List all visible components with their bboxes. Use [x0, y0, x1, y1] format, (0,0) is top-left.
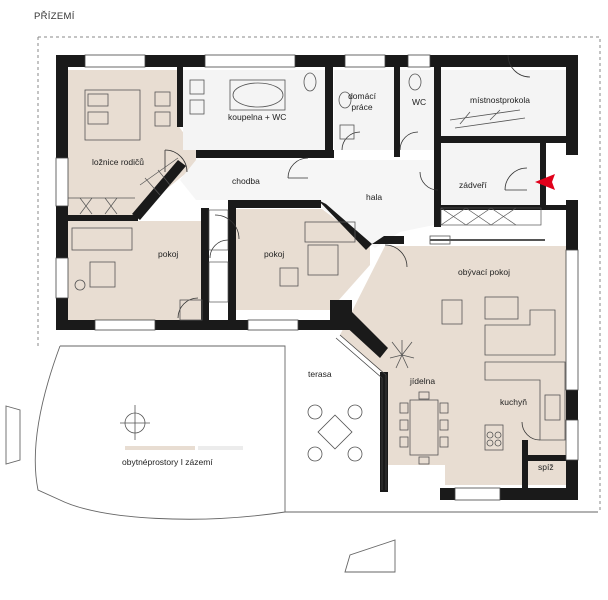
- terrace-table-icon: [317, 414, 353, 450]
- sofa-icon: [484, 309, 556, 356]
- desk-chair-icon: [279, 267, 299, 287]
- room-label-spiz: spíž: [538, 462, 554, 472]
- room-label-hala: hala: [366, 192, 382, 202]
- bathtub-icon: [232, 82, 284, 108]
- room-label-zadveri: zádveří: [459, 180, 488, 190]
- plan-title: PŘÍZEMÍ: [34, 11, 75, 22]
- room-label-mistnost: místnostprokola: [470, 95, 530, 105]
- site-outline: [37, 36, 601, 512]
- room-label-terasa: terasa: [308, 369, 332, 379]
- toilet-icon: [303, 72, 317, 92]
- room-label-domaci-2: práce: [351, 102, 373, 112]
- room-label-pokoj-mid: pokoj: [264, 249, 284, 259]
- walls: [56, 55, 578, 500]
- room-label-loznice: ložnice rodičů: [92, 157, 144, 167]
- legend-living-swatch: [125, 446, 195, 450]
- legend-service-swatch: [198, 446, 243, 450]
- dining-table-icon: [409, 399, 439, 456]
- room-label-domaci-1: domácí: [348, 91, 377, 101]
- plant-icon: [389, 340, 415, 369]
- legend: obytnéprostory I zázemí: [122, 446, 243, 467]
- compass-icon: [120, 405, 150, 440]
- room-label-jidelna: jídelna: [409, 376, 435, 386]
- room-label-kuchyn: kuchyň: [500, 397, 527, 407]
- double-bed-icon: [84, 89, 141, 141]
- wardrobes: [68, 157, 542, 303]
- armchair-icon: [441, 299, 463, 325]
- single-bed-icon: [71, 227, 133, 251]
- windows: [55, 54, 579, 501]
- kitchen-counter: [484, 361, 566, 441]
- room-label-pokoj-left: pokoj: [158, 249, 178, 259]
- doors: [164, 54, 541, 441]
- sink-icon: [189, 79, 205, 95]
- terrace-step-bottom: [344, 539, 396, 573]
- room-label-obyvaci: obývací pokoj: [458, 267, 510, 277]
- terrace-step-left: [5, 405, 21, 465]
- entrance-arrow-icon: [535, 174, 555, 190]
- terrace-outline: [34, 345, 598, 520]
- room-label-wc: WC: [412, 97, 426, 107]
- furniture: [71, 72, 566, 465]
- bike-icon: [449, 109, 526, 129]
- legend-text: obytnéprostory I zázemí: [122, 457, 213, 467]
- room-label-koupelna: koupelna + WC: [228, 112, 286, 122]
- room-label-chodba: chodba: [232, 176, 260, 186]
- terrace-door: [335, 334, 387, 490]
